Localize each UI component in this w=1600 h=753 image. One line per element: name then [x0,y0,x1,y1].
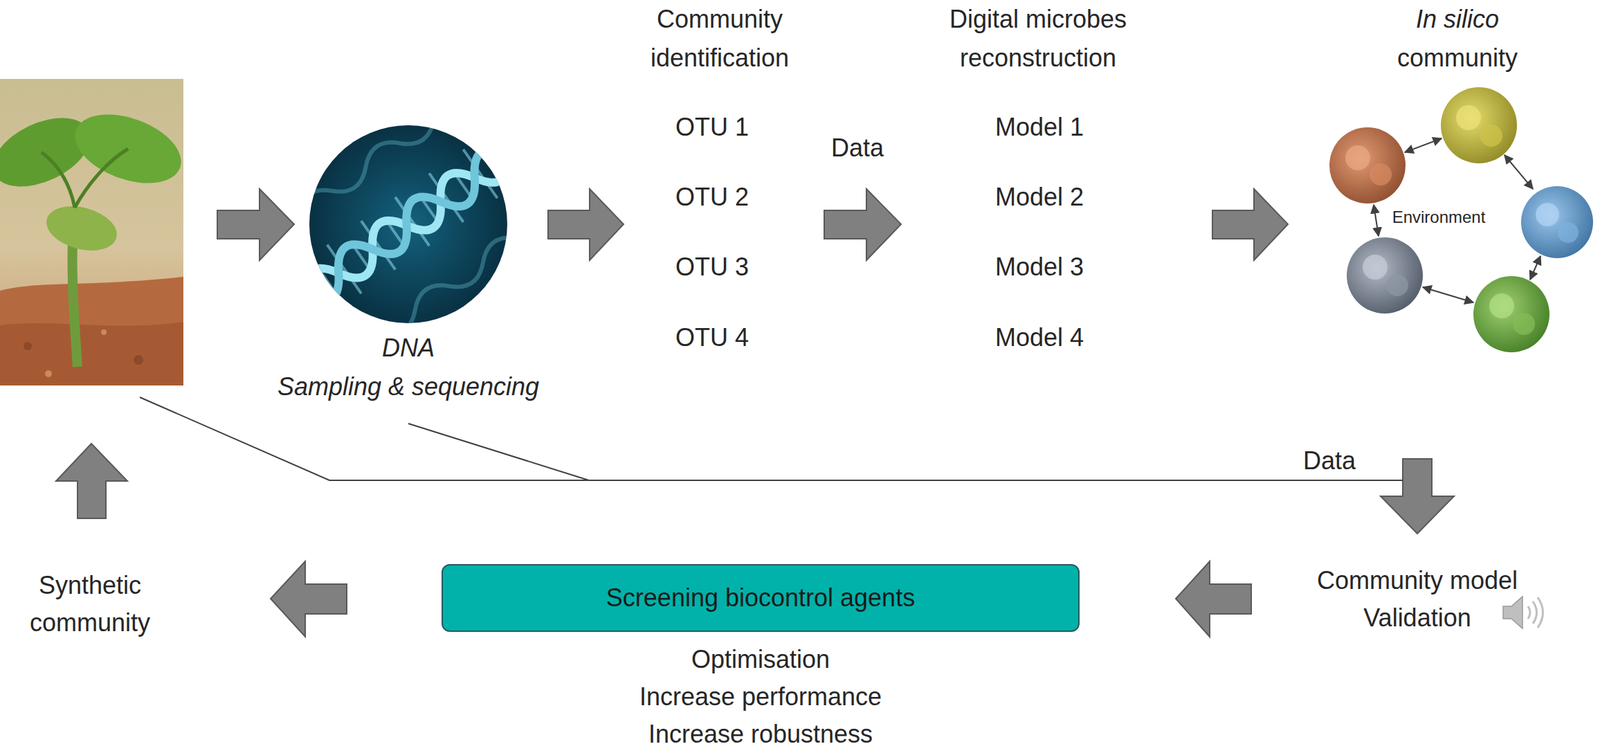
plant-photo [0,78,191,386]
box-title: Screening biocontrol agents [442,565,1079,631]
block-arrows [56,188,1454,637]
process-box: Screening biocontrol agentsOptimisationI… [441,564,1080,632]
step-label: Synthetic community [6,566,174,642]
node-heading: DNA [242,328,575,368]
box-note: Increase performance [442,678,1079,716]
dna-circle [309,125,508,324]
column-heading: In silico community [1374,0,1541,78]
box-note: Optimisation [442,640,1079,679]
microbe-ring [1329,87,1594,353]
dna-node: DNASampling & sequencing [309,125,508,324]
model-item: Model 1 [970,110,1109,145]
model-item: Model 2 [970,179,1109,215]
arrow-label: Data [1280,443,1378,479]
speaker-icon [1503,596,1544,629]
model-item: Model 3 [970,249,1109,285]
column-heading: Digital microbes reconstruction [923,0,1153,78]
model-item: Model 4 [970,320,1109,356]
arrow-label: Data [808,130,906,166]
ring-label: Environment [1383,206,1495,228]
box-note: Increase robustness [442,715,1079,753]
node-caption: Sampling & sequencing [242,367,575,407]
step-label: Community model Validation [1303,561,1532,637]
otu-item: OTU 2 [642,179,782,215]
data-lines [139,397,1403,481]
otu-item: OTU 3 [642,249,782,285]
otu-item: OTU 4 [642,320,782,356]
column-heading: Community identification [605,0,834,78]
otu-item: OTU 1 [642,110,782,145]
